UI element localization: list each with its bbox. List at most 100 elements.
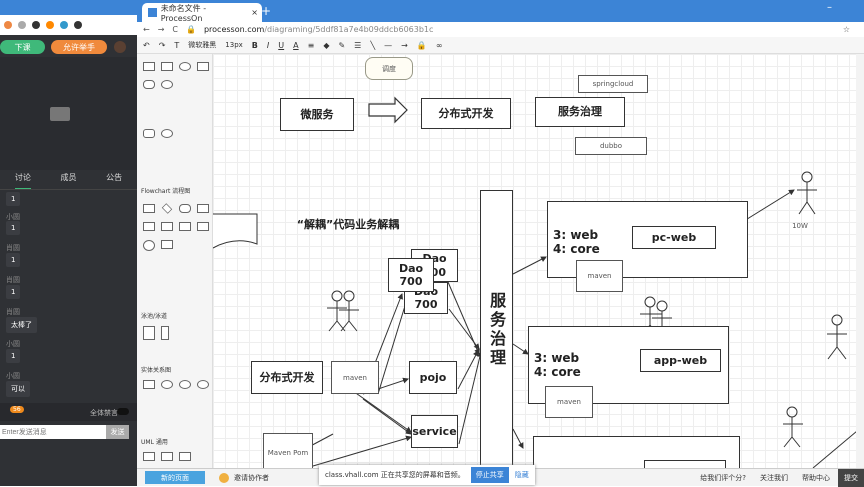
new-diagram-button[interactable]: 新的页面 <box>145 471 205 484</box>
redo-icon[interactable]: ↷ <box>158 40 166 50</box>
diagram-canvas[interactable]: 调度 微服务 分布式开发 服务治理 springcloud dubbo “解耦”… <box>213 54 856 480</box>
font-size-select[interactable]: 13px <box>225 41 243 49</box>
service-box[interactable]: service <box>411 415 458 448</box>
reload-icon[interactable]: C <box>172 25 178 34</box>
chat-message: 1 <box>6 221 21 235</box>
live-class-panel: 下课 允许举手 讨论 成员 公告 1 小圆 1 肖圆 1 肖圆 1 肖圆 太棒了… <box>0 0 137 486</box>
right-panel <box>856 54 864 468</box>
rate-link[interactable]: 给我们评个分? <box>700 473 746 482</box>
extension-bar <box>0 15 137 35</box>
follow-link[interactable]: 关注我们 <box>760 473 788 482</box>
decouple-text[interactable]: “解耦”代码业务解耦 <box>296 217 400 231</box>
distributed-dev-box[interactable]: 分布式开发 <box>251 361 323 394</box>
chat-message: 1 <box>6 285 21 299</box>
section-swimlane[interactable]: 泳池/泳道 <box>141 313 168 320</box>
section-er[interactable]: 实体关系图 <box>141 367 172 374</box>
share-notice-text: class.vhall.com 正在共享您的屏幕和音频。 <box>325 470 465 479</box>
governance-box[interactable]: 服务治理 <box>535 97 625 127</box>
distributed-box[interactable]: 分布式开发 <box>421 98 511 129</box>
submit-button[interactable]: 提交 <box>838 468 864 487</box>
invite-collaborator-button[interactable]: 邀请协作者 <box>234 473 269 482</box>
chat-sender: 肖圆 <box>6 276 20 284</box>
mute-all-label: 全体禁言 <box>90 409 118 417</box>
maven-box[interactable]: maven <box>331 361 379 394</box>
chat-message: 太棒了 <box>6 317 37 333</box>
browser-tab[interactable]: 未命名文件 - ProcessOn × <box>142 3 262 23</box>
mute-all-toggle[interactable] <box>117 408 129 415</box>
maven-box[interactable]: maven <box>545 386 593 418</box>
arrow-icon[interactable]: → <box>401 40 408 50</box>
schedule-shape[interactable]: 调度 <box>365 57 413 80</box>
chat-sender: 小圆 <box>6 213 20 221</box>
back-icon[interactable]: ← <box>143 25 150 34</box>
users-label: 10W <box>792 222 808 230</box>
line-color-icon[interactable]: ✎ <box>338 40 346 50</box>
chat-input[interactable] <box>0 425 106 439</box>
window-titlebar <box>0 0 137 15</box>
font-color-icon[interactable]: A <box>293 40 299 50</box>
close-tab-icon[interactable]: × <box>251 8 258 17</box>
maven-box[interactable]: maven <box>576 260 623 292</box>
processon-logo-icon <box>148 8 157 17</box>
maven-pom-box[interactable]: Maven Pom <box>263 433 313 473</box>
dubbo-box[interactable]: dubbo <box>575 137 647 155</box>
section-flowchart[interactable]: Flowchart 流程图 <box>141 188 191 195</box>
line-style-icon[interactable]: — <box>384 40 393 50</box>
link-icon[interactable]: ∞ <box>435 40 443 50</box>
italic-icon[interactable]: I <box>266 40 270 50</box>
tab-members[interactable]: 成员 <box>60 173 77 182</box>
like-count-badge: 56 <box>10 406 24 413</box>
end-class-button[interactable]: 下课 <box>0 40 45 54</box>
dao-box[interactable]: Dao 700 <box>388 258 434 292</box>
chat-sender: 小圆 <box>6 340 20 348</box>
tab-discussion[interactable]: 讨论 <box>14 172 31 189</box>
send-button[interactable]: 发送 <box>106 425 129 439</box>
tab-title: 未命名文件 - ProcessOn <box>160 3 207 23</box>
chat-sender: 肖圆 <box>6 308 20 316</box>
microservice-box[interactable]: 微服务 <box>280 98 354 131</box>
governance-vertical-box[interactable]: 服务治理 <box>480 190 513 470</box>
screen-share-notice: class.vhall.com 正在共享您的屏幕和音频。 停止共享 隐藏 <box>319 464 535 485</box>
tab-notice[interactable]: 公告 <box>106 173 123 182</box>
chat-tabs: 讨论 成员 公告 <box>0 172 137 190</box>
undo-icon[interactable]: ↶ <box>143 40 150 50</box>
fill-icon[interactable]: ◆ <box>323 40 330 50</box>
lock-icon: 🔒 <box>186 25 196 34</box>
browser-window: 未命名文件 - ProcessOn× + – ←→C 🔒 processon.c… <box>137 0 864 487</box>
allow-hand-button[interactable]: 允许举手 <box>51 40 107 54</box>
forward-icon[interactable]: → <box>157 25 165 34</box>
settings-icon[interactable] <box>114 41 126 53</box>
chat-message: 1 <box>6 192 21 206</box>
help-link[interactable]: 帮助中心 <box>802 473 830 482</box>
chat-controls: 56 全体禁言 <box>0 403 137 421</box>
stop-share-button[interactable]: 停止共享 <box>470 466 509 483</box>
line-width-icon[interactable]: ☰ <box>354 40 362 50</box>
hide-button[interactable]: 隐藏 <box>514 470 529 479</box>
tab-bar: 未命名文件 - ProcessOn × + – <box>137 0 864 23</box>
bottom-bar: 新的页面 邀请协作者 class.vhall.com 正在共享您的屏幕和音频。 … <box>137 464 864 487</box>
bold-icon[interactable]: B <box>251 40 258 50</box>
avatar <box>219 472 229 483</box>
chat-message: 可以 <box>6 381 30 397</box>
minimize-icon[interactable]: – <box>827 2 832 13</box>
chat-sender: 小圆 <box>6 372 20 380</box>
star-icon[interactable]: ☆ <box>842 25 850 34</box>
app-web-box[interactable]: app-web <box>640 349 721 372</box>
line-icon[interactable]: ╲ <box>370 40 376 50</box>
lock-shape-icon[interactable]: 🔒 <box>416 40 427 50</box>
actor <box>327 290 347 332</box>
pojo-box[interactable]: pojo <box>409 361 457 394</box>
chat-message: 1 <box>6 349 21 363</box>
align-icon[interactable]: ≡ <box>307 40 315 50</box>
pc-web-box[interactable]: pc-web <box>632 226 716 249</box>
font-select[interactable]: 微软雅黑 <box>188 41 217 49</box>
address-bar[interactable]: ←→C 🔒 processon.com/diagraming/5ddf81a7e… <box>137 22 864 37</box>
springcloud-box[interactable]: springcloud <box>578 75 648 93</box>
chat-message: 1 <box>6 253 21 267</box>
underline-icon[interactable]: U <box>278 40 285 50</box>
format-painter-icon[interactable]: T <box>174 40 180 50</box>
camera-off-icon <box>50 107 70 121</box>
section-uml[interactable]: UML 通用 <box>141 439 168 446</box>
new-tab-icon[interactable]: + <box>261 4 272 18</box>
